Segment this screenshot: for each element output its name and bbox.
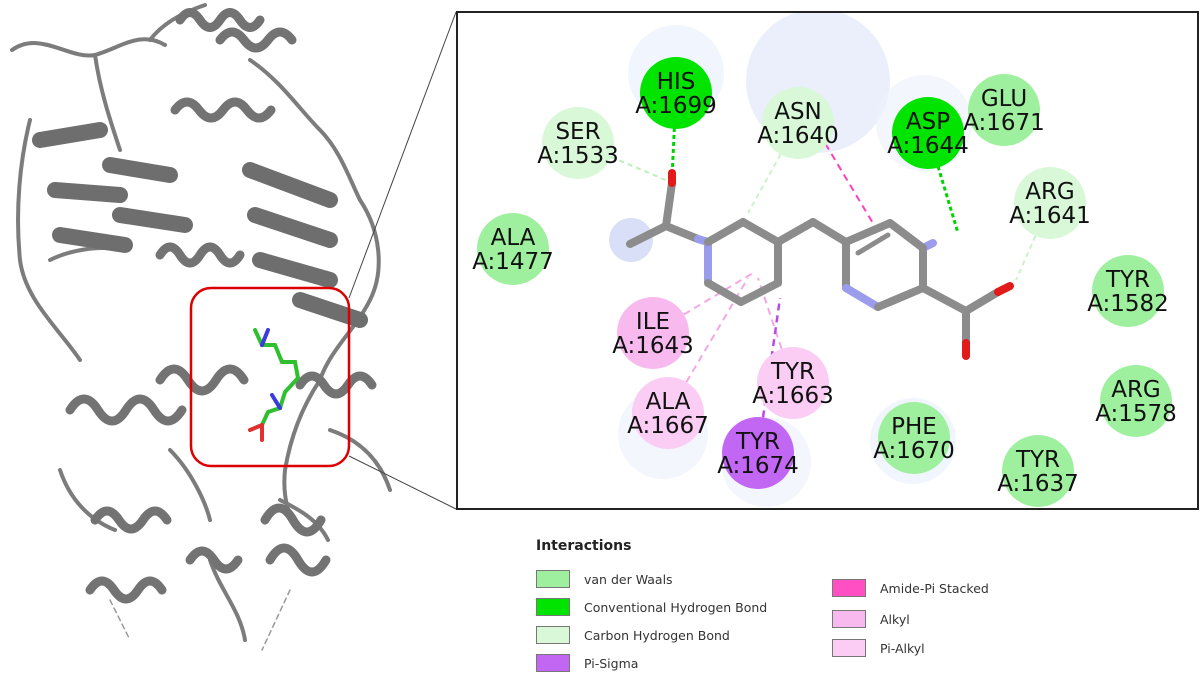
residue-id: A:1670 [873, 438, 955, 464]
residue-id: A:1641 [1009, 203, 1091, 229]
legend-item-van-der-waals: van der Waals [536, 568, 673, 590]
legend-item-pi-alkyl: Pi-Alkyl [832, 637, 925, 659]
residue-name: TYR [1105, 267, 1150, 293]
residue-name: SER [555, 119, 600, 145]
residue-id: A:1477 [472, 249, 554, 275]
residue-name: ILE [636, 309, 670, 335]
legend-label: van der Waals [584, 571, 673, 587]
residue-name: TYR [770, 359, 815, 385]
residue-name: ALA [646, 389, 691, 415]
residue-name: GLU [981, 86, 1027, 112]
legend-label: Carbon Hydrogen Bond [584, 627, 730, 643]
ligand-structure [626, 169, 1014, 360]
legend-swatch [536, 626, 570, 644]
zoom-box [189, 286, 351, 468]
residue-group: HISA:1699SERA:1533ASNA:1640ASPA:1644GLUA… [472, 57, 1177, 507]
residue-name: PHE [891, 414, 937, 440]
legend-label: Amide-Pi Stacked [880, 580, 989, 596]
residue-disc [617, 297, 689, 369]
residue-disc [757, 347, 829, 419]
interaction-diagram-canvas: HISA:1699SERA:1533ASNA:1640ASPA:1644GLUA… [472, 13, 1177, 507]
legend-item-pi-sigma: Pi-Sigma [536, 652, 638, 674]
residue-name: TYR [1015, 447, 1060, 473]
legend-label: Conventional Hydrogen Bond [584, 599, 768, 615]
legend-label: Alkyl [880, 611, 910, 627]
residue-id: A:1663 [752, 383, 834, 409]
residue-name: ARG [1111, 377, 1161, 403]
residue-id: A:1533 [537, 143, 619, 169]
legend-swatch [832, 610, 866, 628]
residue-disc [892, 97, 964, 169]
protein-ribbon-structure [10, 3, 392, 651]
residue-name: HIS [657, 69, 696, 95]
residue-disc [1100, 365, 1172, 437]
residue-id: A:1644 [887, 133, 969, 159]
legend-swatch [832, 639, 866, 657]
residue-id: A:1643 [612, 333, 694, 359]
legend-label: Pi-Sigma [584, 655, 639, 671]
residue-id: A:1578 [1095, 401, 1177, 427]
legend-swatch [536, 570, 570, 588]
legend-label: Pi-Alkyl [880, 640, 925, 656]
residue-disc [1092, 255, 1164, 327]
legend-item-conventional-hbond: Conventional Hydrogen Bond [536, 596, 767, 618]
legend-title: Interactions [536, 538, 632, 554]
residue-id: A:1667 [627, 413, 709, 439]
residue-name: ARG [1025, 179, 1075, 205]
legend-item-carbon-hbond: Carbon Hydrogen Bond [536, 624, 730, 646]
legend-swatch [536, 654, 570, 672]
legend-swatch [536, 598, 570, 616]
legend-item-alkyl: Alkyl [832, 608, 910, 630]
residue-disc [1002, 435, 1074, 507]
residue-name: TYR [735, 429, 780, 455]
residue-id: A:1699 [635, 93, 717, 119]
legend-item-amide-pi: Amide-Pi Stacked [832, 577, 989, 599]
residue-name: ASN [774, 99, 822, 125]
residue-id: A:1582 [1087, 291, 1169, 317]
residue-name: ALA [491, 225, 536, 251]
residue-disc [968, 74, 1040, 146]
residue-disc [722, 417, 794, 489]
residue-disc [477, 213, 549, 285]
residue-disc [1014, 167, 1086, 239]
residue-id: A:1671 [963, 110, 1045, 136]
residue-disc [640, 57, 712, 129]
residue-id: A:1674 [717, 453, 799, 479]
residue-disc [878, 402, 950, 474]
residue-disc [632, 377, 704, 449]
legend-swatch [832, 579, 866, 597]
residue-disc [542, 107, 614, 179]
residue-id: A:1640 [757, 123, 839, 149]
residue-id: A:1637 [997, 471, 1079, 497]
residue-disc [762, 87, 834, 159]
residue-name: ASP [906, 109, 950, 135]
